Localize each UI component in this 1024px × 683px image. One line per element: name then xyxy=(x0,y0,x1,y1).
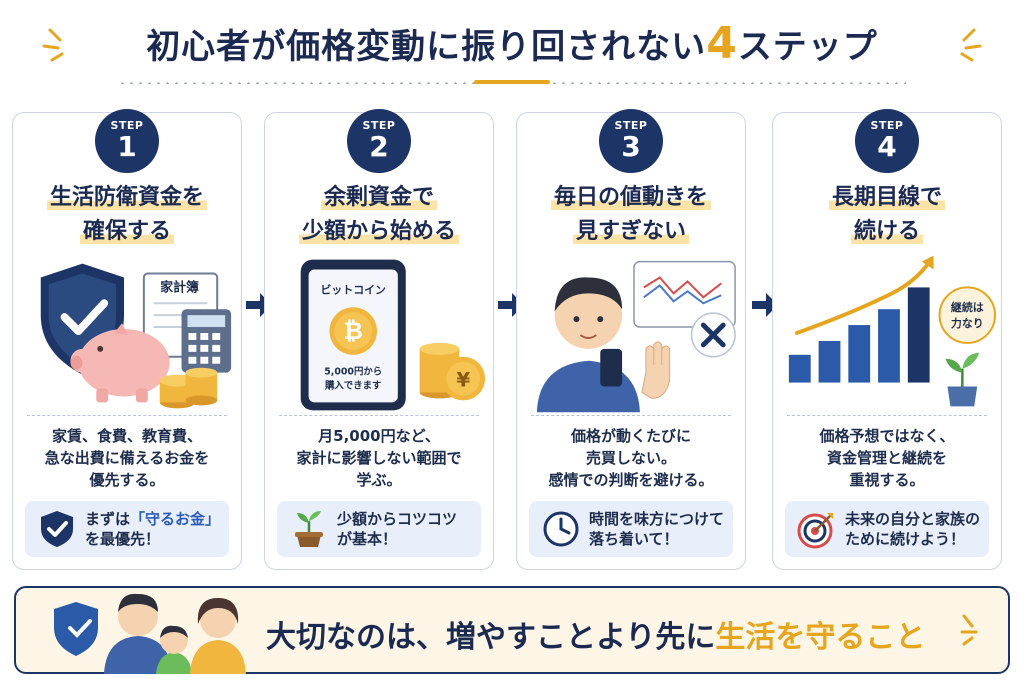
step-title: 毎日の値動きを 見すぎない xyxy=(517,181,745,249)
family-illustration xyxy=(54,593,246,674)
close-icon xyxy=(690,312,736,358)
person-icon xyxy=(536,277,671,413)
smartphone-icon: ビットコイン ₿ 5,000円から 購入できます xyxy=(300,259,406,411)
card-divider xyxy=(787,415,987,416)
shield-check-icon xyxy=(41,511,73,547)
bitcoin-icon: ₿ xyxy=(344,317,363,345)
calculator-icon xyxy=(181,309,232,373)
growth-chart-illustration: 継続は 力なり xyxy=(788,255,997,407)
svg-text:5,000円から: 5,000円から xyxy=(324,367,382,378)
clock-icon xyxy=(543,511,579,547)
step-card-4: STEP 4 長期目線で 続ける 継続は 力なり 価格 xyxy=(772,109,1002,570)
step-card-1: STEP 1 生活防衛資金を 確保する 家計簿 xyxy=(12,109,242,570)
step-badge: STEP 4 xyxy=(855,109,919,173)
step-badge: STEP 1 xyxy=(95,109,159,173)
svg-text:継続は: 継続は xyxy=(951,300,984,314)
step-tip: まずは「守るお金」 を最優先！ xyxy=(25,501,229,557)
footer-message: 大切なのは、増やすことより先に生活を守ること xyxy=(266,620,926,655)
arrow-right-icon xyxy=(752,293,778,317)
trend-arrow-icon xyxy=(794,255,934,335)
coins-icon xyxy=(159,367,218,409)
yen-coin-icon: ¥ xyxy=(441,356,486,401)
smartphone-illustration: ビットコイン ₿ 5,000円から 購入できます ¥ xyxy=(300,259,486,411)
sprout-icon xyxy=(295,511,323,547)
step-description: 価格予想ではなく、 資金管理と継続を 重視する。 xyxy=(819,427,955,489)
step-title: 長期目線で 続ける xyxy=(773,181,1001,249)
step-tip: 少額からコツコツ が基本！ xyxy=(277,501,481,557)
step-description: 家賃、食費、教育費、 急な出費に備えるお金を 優先する。 xyxy=(44,427,210,489)
footer-banner: 大切なのは、増やすことより先に生活を守ること xyxy=(14,586,1010,674)
phone-label: ビットコイン xyxy=(321,282,386,296)
step-description: 価格が動くたびに 売買しない。 感情での判断を避ける。 xyxy=(548,427,714,489)
svg-text:力なり: 力なり xyxy=(951,316,984,330)
title-underline xyxy=(474,80,550,84)
person-phone-illustration xyxy=(536,260,736,413)
step-title: 生活防衛資金を 確保する xyxy=(13,181,241,249)
father-icon xyxy=(104,593,172,674)
step-badge: STEP 3 xyxy=(599,109,663,173)
sparkle-icon xyxy=(960,614,978,646)
child-icon xyxy=(156,625,192,674)
step-tip: 未来の自分と家族の ために続けよう！ xyxy=(785,501,989,557)
bar-chart-icon xyxy=(788,287,930,383)
step-card-2: STEP 2 余剰資金で 少額から始める ビットコイン ₿ 5,000円から 購… xyxy=(264,109,494,570)
step-card-3: STEP 3 毎日の値動きを 見すぎない 価格が動くたびに 売買しない。 xyxy=(516,109,746,570)
page-title: 初心者が価格変動に振り回されない4ステップ xyxy=(146,18,878,69)
sparkle-left-icon xyxy=(42,28,64,62)
mother-icon xyxy=(190,598,246,674)
step-description: 月5,000円など、 家計に影響しない範囲で 学ぶ。 xyxy=(296,427,462,489)
shield-icon xyxy=(54,602,98,656)
plant-icon xyxy=(945,352,980,407)
speech-bubble-icon: 継続は 力なり xyxy=(938,286,997,344)
svg-text:¥: ¥ xyxy=(456,369,470,392)
card-divider xyxy=(27,415,227,416)
piggy-bank-icon xyxy=(70,323,170,403)
header: 初心者が価格変動に振り回されない4ステップ xyxy=(0,0,1024,100)
sparkle-right-icon xyxy=(960,28,982,62)
card-divider xyxy=(531,415,731,416)
svg-text:購入できます: 購入できます xyxy=(324,380,381,392)
notebook-label: 家計簿 xyxy=(160,279,199,295)
chart-bubble-icon xyxy=(633,260,736,328)
step-badge: STEP 2 xyxy=(347,109,411,173)
step-title: 余剰資金で 少額から始める xyxy=(265,181,493,249)
savings-illustration: 家計簿 xyxy=(40,263,232,409)
target-icon xyxy=(797,513,833,549)
step-tip: 時間を味方につけて 落ち着いて！ xyxy=(529,501,733,557)
card-divider xyxy=(279,415,479,416)
